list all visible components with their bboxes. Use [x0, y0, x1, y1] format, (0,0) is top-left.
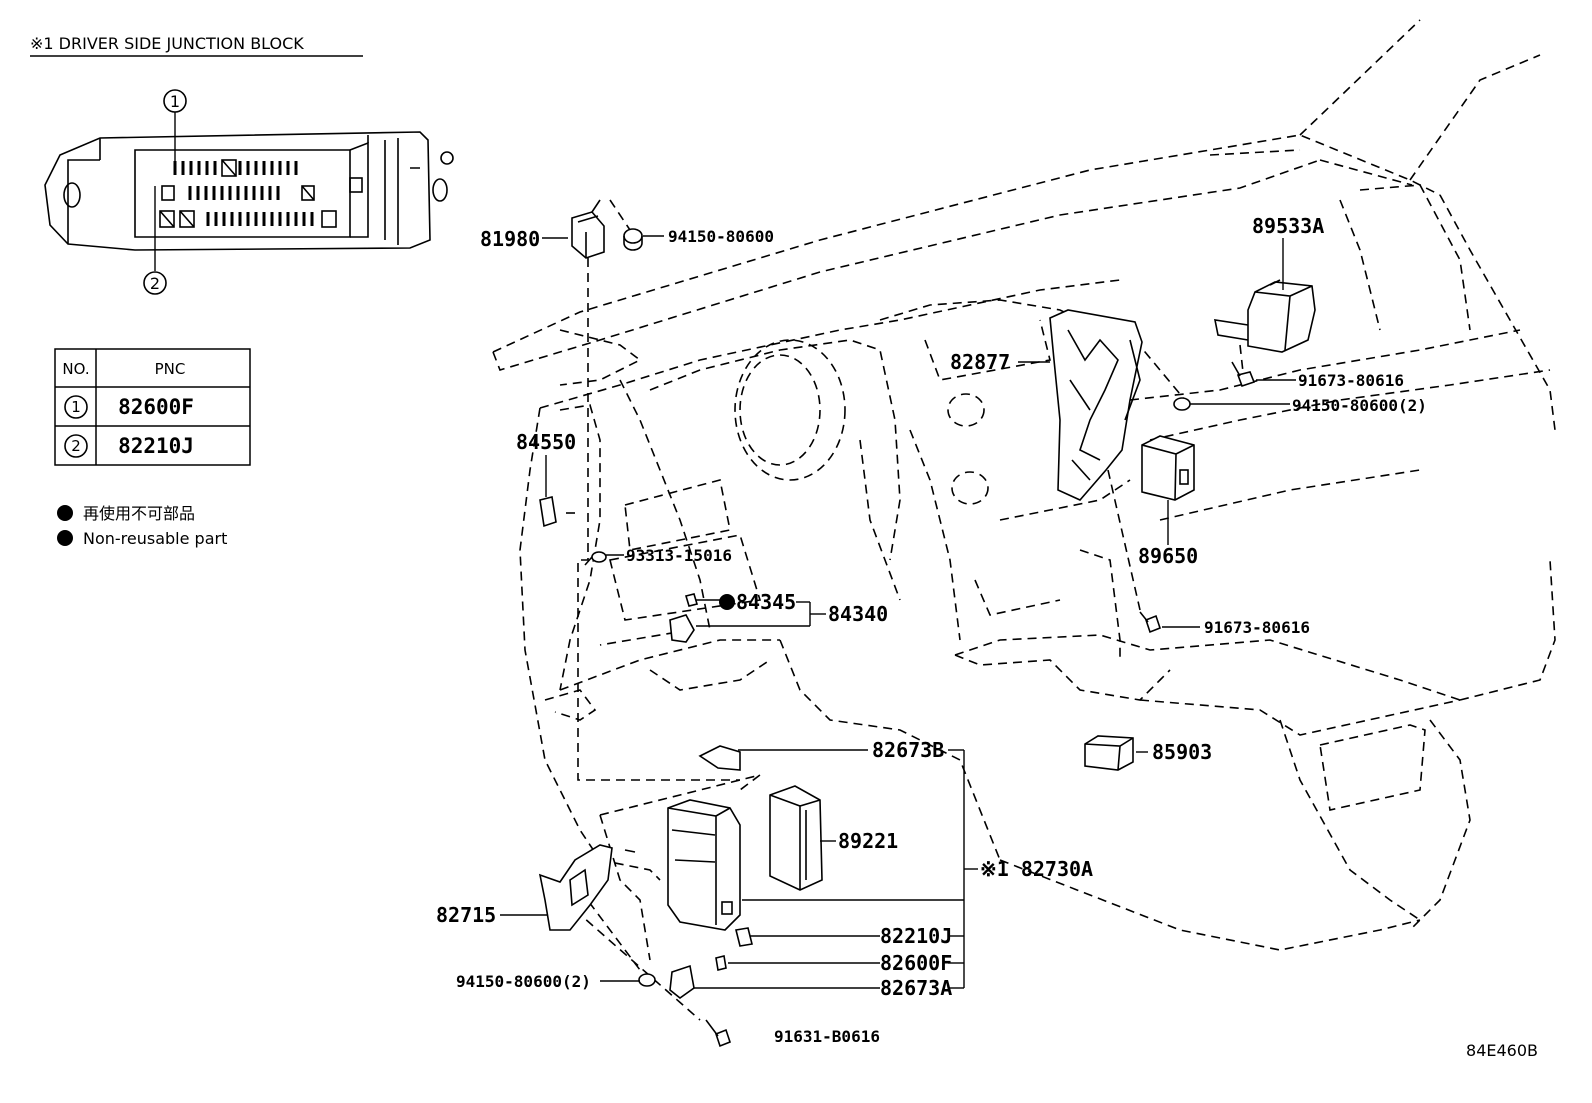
junction-block-illustration — [44, 112, 454, 271]
part-label-89650: 89650 — [1138, 544, 1198, 568]
part-label-94150-80600-2a: 94150-80600(2) — [1292, 396, 1427, 415]
part-label-91673-80616-b: 91673-80616 — [1204, 618, 1310, 637]
part-label-84345: 84345 — [736, 590, 796, 614]
part-label-82673A: 82673A — [880, 976, 952, 1000]
table-row-2-circle — [64, 434, 88, 458]
part-89533A-drawing — [1213, 279, 1316, 353]
part-94150-80600-2-drawing — [1173, 397, 1191, 411]
part-82210J-drawing — [735, 927, 753, 947]
part-81980-drawing — [571, 199, 605, 259]
part-89221-drawing — [769, 785, 823, 891]
part-82730A-drawing — [667, 799, 741, 931]
part-85903-drawing — [1084, 735, 1134, 771]
part-label-89221: 89221 — [838, 829, 898, 853]
part-94150-80600-drawing — [623, 228, 643, 251]
part-label-81980: 81980 — [480, 227, 540, 251]
part-label-84550: 84550 — [516, 430, 576, 454]
part-label-82673B: 82673B — [872, 738, 944, 762]
table-row-1-pnc: 82600F — [118, 395, 194, 419]
part-label-82210J: 82210J — [880, 924, 952, 948]
part-82715-drawing — [538, 844, 636, 931]
callout-1-label: 1 — [170, 92, 180, 111]
part-91673-80616-b-drawing — [1139, 611, 1161, 634]
inset-title: ※1 DRIVER SIDE JUNCTION BLOCK — [30, 34, 304, 53]
part-93313-15016-drawing — [584, 551, 607, 566]
table-header-no: NO. — [62, 360, 89, 378]
part-label-91673-80616-a: 91673-80616 — [1298, 371, 1404, 390]
table-row-1-circle — [64, 395, 88, 419]
non-reusable-dot — [57, 530, 73, 546]
part-91673-80616-drawing — [1231, 361, 1256, 388]
part-84340-drawing — [669, 593, 699, 643]
dashboard-outline — [492, 19, 1556, 951]
part-82673A-drawing — [669, 964, 695, 1000]
leader-lines — [500, 235, 1296, 989]
table-row-2-no: 2 — [71, 437, 81, 455]
part-label-94150-80600-2b: 94150-80600(2) — [456, 972, 591, 991]
diagram-code: 84E460B — [1466, 1041, 1538, 1060]
part-label-82877: 82877 — [950, 350, 1010, 374]
part-82600F-drawing — [715, 955, 727, 971]
part-84550-drawing — [539, 496, 557, 528]
non-reusable-dot — [57, 505, 73, 521]
callout-2-circle — [143, 271, 167, 295]
non-reusable-dot — [719, 594, 735, 610]
callout-2-label: 2 — [150, 274, 160, 293]
part-89650-drawing — [1141, 435, 1195, 501]
part-82673B-drawing — [698, 745, 741, 771]
part-label-82600F: 82600F — [880, 951, 952, 975]
part-label-82730A: ※1 82730A — [980, 857, 1093, 881]
table-row-2-pnc: 82210J — [118, 434, 194, 458]
legend-jp: 再使用不可部品 — [83, 504, 195, 523]
part-91631-B0616-drawing — [705, 1019, 731, 1048]
part-label-84340: 84340 — [828, 602, 888, 626]
part-label-94150-80600: 94150-80600 — [668, 227, 774, 246]
callout-1-circle — [163, 89, 187, 113]
table-row-1-no: 1 — [71, 398, 81, 416]
part-label-89533A: 89533A — [1252, 214, 1324, 238]
part-label-82715: 82715 — [436, 903, 496, 927]
part-label-85903: 85903 — [1152, 740, 1212, 764]
legend-en: Non-reusable part — [83, 529, 227, 548]
table-header-pnc: PNC — [155, 360, 186, 378]
part-82877-drawing — [1049, 309, 1143, 501]
part-94150-80600-2b-drawing — [638, 973, 656, 987]
part-label-93313-15016: 93313-15016 — [626, 546, 732, 565]
part-label-91631-B0616: 91631-B0616 — [774, 1027, 880, 1046]
